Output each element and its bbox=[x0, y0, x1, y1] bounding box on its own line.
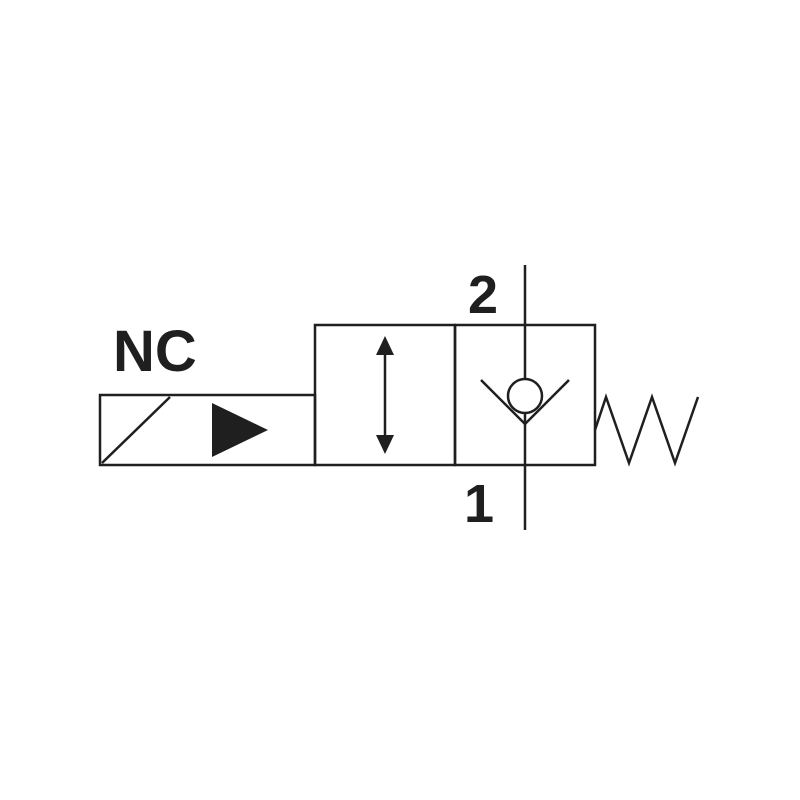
check-seat-left-line bbox=[480, 379, 526, 425]
flow-arrowhead-up-icon bbox=[376, 336, 394, 355]
spring-zigzag-icon bbox=[593, 393, 700, 467]
valve-position-right bbox=[453, 265, 597, 530]
port-2-label: 2 bbox=[468, 265, 498, 325]
port-1-label: 1 bbox=[464, 474, 494, 534]
return-spring bbox=[593, 393, 700, 467]
solenoid-triangle-icon bbox=[212, 403, 268, 457]
solenoid-actuator bbox=[98, 393, 317, 467]
check-ball-icon bbox=[506, 377, 544, 415]
solenoid-diagonal-line bbox=[101, 396, 171, 464]
check-seat-right-line bbox=[524, 379, 570, 425]
flow-arrowhead-down-icon bbox=[376, 435, 394, 454]
solenoid-box bbox=[98, 393, 317, 467]
valve-position-left bbox=[313, 323, 457, 467]
nc-label: NC bbox=[113, 319, 197, 384]
